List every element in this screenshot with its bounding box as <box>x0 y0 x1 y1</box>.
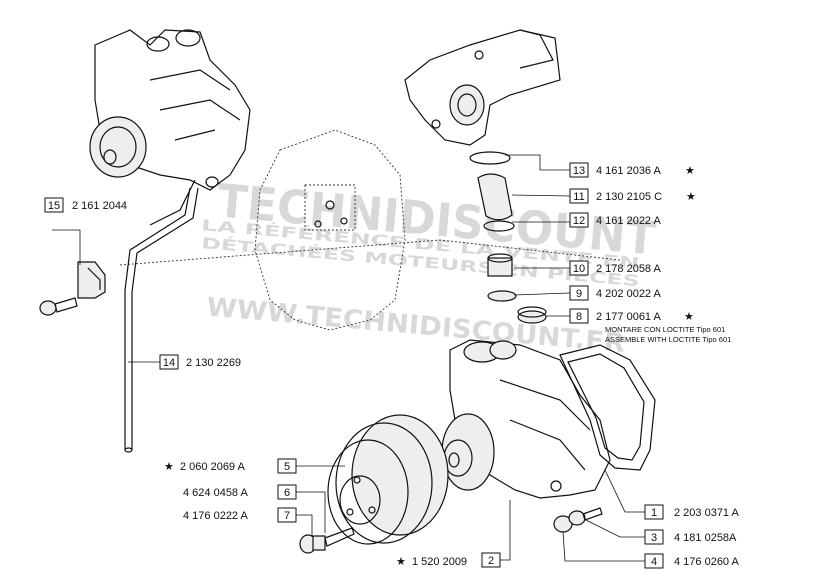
callout-13-number: 13 <box>573 165 585 177</box>
callout-6-number: 6 <box>284 487 290 499</box>
callout-14-part: 2 130 2269 <box>186 357 241 369</box>
thermostat-housing <box>404 29 561 146</box>
callout-10: 10 2 178 2058 A <box>569 260 662 276</box>
callout-15-part: 2 161 2044 <box>72 200 127 212</box>
callout-13-part: 4 161 2036 A <box>596 165 662 177</box>
callout-4-part: 4 176 0260 A <box>674 556 740 568</box>
callout-11: 11 2 130 2105 C ★ <box>569 188 696 204</box>
callout-8-note-it: MONTARE CON LOCTITE Tipo 601 <box>605 325 725 334</box>
callout-9-part: 4 202 0022 A <box>596 288 662 300</box>
callout-7-part: 4 176 0222 A <box>183 510 249 522</box>
leader-lines <box>52 154 645 562</box>
callout-5-star: ★ <box>164 461 174 473</box>
callout-8-note-en: ASSEMBLE WITH LOCTITE Tipo 601 <box>605 335 731 344</box>
water-pump-body <box>441 339 611 499</box>
callout-12-part: 4 161 2022 A <box>596 215 662 227</box>
callout-13: 13 4 161 2036 A ★ <box>569 162 695 178</box>
pump-gasket <box>559 344 656 471</box>
callout-2-number: 2 <box>488 555 494 567</box>
bypass-pipe <box>124 187 199 453</box>
callout-9: 9 4 202 0022 A <box>569 285 662 301</box>
callout-1-number: 1 <box>651 507 657 519</box>
callout-10-number: 10 <box>573 263 585 275</box>
callout-12-number: 12 <box>573 215 585 227</box>
callout-8: 8 2 177 0061 A ★ MONTARE CON LOCTITE Tip… <box>569 308 731 344</box>
callout-6: 4 624 0458 A 6 <box>183 484 297 500</box>
gasket-plate-outline <box>119 129 621 331</box>
callout-5: ★ 2 060 2069 A 5 <box>164 458 297 474</box>
pulley-bolt <box>299 527 355 554</box>
callout-8-number: 8 <box>576 311 582 323</box>
watermark-url: WWW.TECHNIDISCOUNT.FR <box>205 292 626 358</box>
callout-2: ★ 1 520 2009 2 <box>396 552 501 568</box>
callout-14: 14 2 130 2269 <box>159 354 241 370</box>
callout-11-part: 2 130 2105 C <box>596 191 662 203</box>
clip-bolt <box>39 297 78 316</box>
callout-11-number: 11 <box>573 191 584 203</box>
watermark: TECHNIDISCOUNT LA RÉFÉRENCE DE LA VENTE … <box>201 173 659 359</box>
callout-15: 15 2 161 2044 <box>44 197 127 213</box>
callout-12: 12 4 161 2022 A <box>569 212 662 228</box>
callout-2-part: 1 520 2009 <box>412 556 467 568</box>
callout-13-star: ★ <box>685 165 695 177</box>
callout-1: 1 2 203 0371 A <box>644 504 740 520</box>
pulley <box>327 414 449 545</box>
callout-15-number: 15 <box>48 200 60 212</box>
pipe-clip <box>77 261 106 299</box>
callout-5-number: 5 <box>284 461 290 473</box>
callout-7: 4 176 0222 A 7 <box>183 507 297 523</box>
callout-2-star: ★ <box>396 556 406 568</box>
callout-6-part: 4 624 0458 A <box>183 487 249 499</box>
callout-10-part: 2 178 2058 A <box>596 263 662 275</box>
pump-bolt-pair <box>553 507 603 533</box>
callout-11-star: ★ <box>686 191 696 203</box>
callout-3-number: 3 <box>651 532 657 544</box>
callout-4-number: 4 <box>651 556 657 568</box>
hose-and-fittings-stack <box>469 151 547 324</box>
callout-3-part: 4 181 0258A <box>674 532 737 544</box>
callout-8-part: 2 177 0061 A <box>596 311 662 323</box>
callout-5-part: 2 060 2069 A <box>180 461 246 473</box>
callout-7-number: 7 <box>284 510 290 522</box>
callout-1-part: 2 203 0371 A <box>674 507 740 519</box>
callout-8-star: ★ <box>684 311 694 323</box>
callout-4: 4 4 176 0260 A <box>644 553 740 569</box>
callout-3: 3 4 181 0258A <box>644 529 737 545</box>
callout-14-number: 14 <box>163 357 175 369</box>
callout-9-number: 9 <box>576 288 582 300</box>
